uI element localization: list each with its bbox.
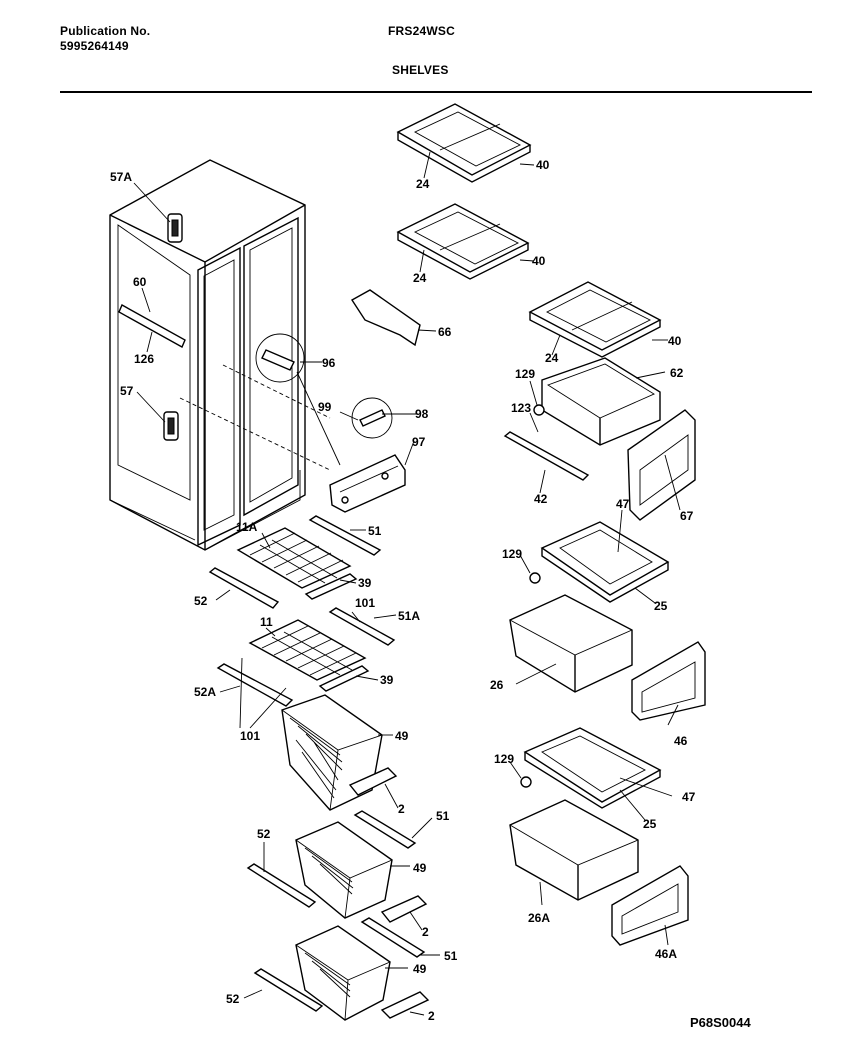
callout-101-b: 101: [240, 729, 260, 743]
callout-49-b: 49: [413, 861, 427, 875]
crisper-front-upper: [631, 641, 706, 721]
callout-67: 67: [680, 509, 694, 523]
callout-126: 126: [134, 352, 154, 366]
deli-rail: [503, 431, 590, 481]
crisper-cover-upper: [540, 521, 670, 603]
basket-handle-2-lower: [380, 991, 430, 1019]
wire-basket-middle: [295, 821, 393, 919]
model-number: FRS24WSC: [388, 24, 455, 38]
crisper-pan-upper: [509, 594, 633, 693]
callout-52-b: 52: [257, 827, 271, 841]
callout-57A: 57A: [110, 170, 132, 184]
callout-57: 57: [120, 384, 134, 398]
callout-2-c: 2: [428, 1009, 435, 1023]
callout-24-lower: 24: [545, 351, 559, 365]
callout-labels: 57A 60 126 57 66 96 99 98 97 24 40 24 40…: [110, 158, 696, 1023]
deli-drawer: [541, 357, 661, 446]
callout-52-c: 52: [226, 992, 240, 1006]
wire-basket-lower: [295, 925, 391, 1021]
refrigerator-cabinet: [109, 159, 393, 551]
shelf-support-52A: [216, 663, 294, 707]
callout-97: 97: [412, 435, 426, 449]
callout-40-lower: 40: [668, 334, 682, 348]
callout-51-b: 51: [436, 809, 450, 823]
callout-129-b: 129: [502, 547, 522, 561]
section-title: SHELVES: [392, 63, 449, 77]
callout-46A: 46A: [655, 947, 677, 961]
basket-handle-2-middle: [380, 895, 428, 923]
screw-123: [533, 404, 545, 416]
callout-46: 46: [674, 734, 688, 748]
callout-40-middle: 40: [532, 254, 546, 268]
basket-handle-2: [348, 767, 398, 796]
callout-99: 99: [318, 400, 332, 414]
publication-number: 5995264149: [60, 39, 129, 53]
callout-39-b: 39: [380, 673, 394, 687]
glass-shelf-middle: [396, 203, 530, 280]
callout-25-b: 25: [643, 817, 657, 831]
callout-2-b: 2: [422, 925, 429, 939]
shelf-front-39-lower: [318, 665, 370, 692]
shelf-rail-51-middle: [353, 810, 417, 849]
callout-51-a: 51: [368, 524, 382, 538]
callout-26: 26: [490, 678, 504, 692]
callout-2-a: 2: [398, 802, 405, 816]
callout-47-b: 47: [682, 790, 696, 804]
freezer-wire-shelf-upper: [236, 527, 352, 589]
callout-49-a: 49: [395, 729, 409, 743]
callout-39-a: 39: [358, 576, 372, 590]
callout-24-top: 24: [416, 177, 430, 191]
callout-52-a: 52: [194, 594, 208, 608]
glass-shelf-lower: [528, 281, 662, 358]
callout-62: 62: [670, 366, 684, 380]
publication-label: Publication No.: [60, 24, 151, 38]
shelf-support-52-lower: [253, 968, 324, 1012]
freezer-wire-shelf-lower: [248, 619, 367, 681]
crisper-cover-lower: [523, 727, 662, 809]
callout-49-c: 49: [413, 962, 427, 976]
callout-40-top: 40: [536, 158, 550, 172]
shelf-rail-51A: [328, 607, 396, 646]
crisper-pan-lower: [509, 799, 639, 901]
glass-shelf-top: [396, 103, 532, 183]
crisper-front-lower: [611, 865, 689, 946]
callout-25-a: 25: [654, 599, 668, 613]
callout-51-c: 51: [444, 949, 458, 963]
shelf-support-52-middle: [246, 863, 317, 908]
callout-129-a: 129: [515, 367, 535, 381]
screw-129: [529, 572, 541, 584]
deli-drawer-front: [627, 409, 696, 521]
figure-code: P68S0044: [690, 1015, 751, 1030]
shelf-support-52: [208, 567, 280, 609]
shelf-rail-51: [308, 515, 382, 556]
callout-96: 96: [322, 356, 336, 370]
callout-47-a: 47: [616, 497, 630, 511]
callout-11A: 11A: [236, 520, 258, 534]
callout-51A: 51A: [398, 609, 420, 623]
shelf-rail-51-lower: [360, 917, 426, 958]
door-hinge-bracket: [329, 289, 421, 513]
callout-52A: 52A: [194, 685, 216, 699]
callout-60: 60: [133, 275, 147, 289]
wire-basket-upper: [281, 694, 383, 811]
callout-101-a: 101: [355, 596, 375, 610]
callout-24-middle: 24: [413, 271, 427, 285]
callout-11: 11: [260, 615, 273, 629]
callout-26A: 26A: [528, 911, 550, 925]
callout-66: 66: [438, 325, 452, 339]
leader-lines: [133, 151, 681, 1016]
screw-129-lower: [520, 776, 532, 788]
callout-42: 42: [534, 492, 548, 506]
header-rule: [60, 91, 812, 93]
callout-129-c: 129: [494, 752, 514, 766]
callout-123: 123: [511, 401, 531, 415]
callout-98: 98: [415, 407, 429, 421]
